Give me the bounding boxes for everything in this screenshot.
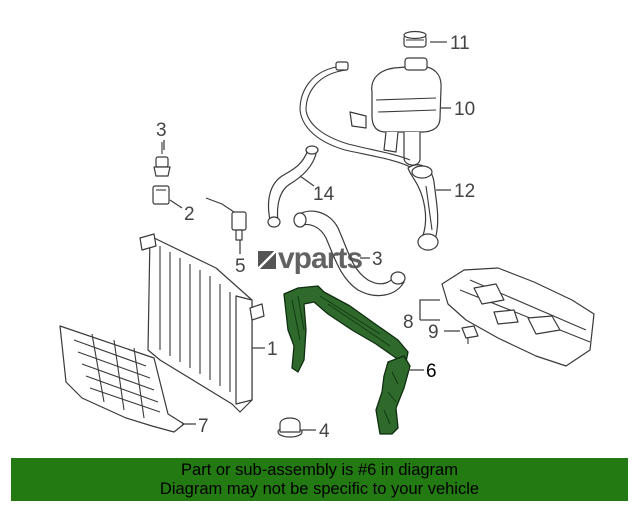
callout-12: 12 (454, 181, 475, 202)
watermark-text: vparts (278, 242, 363, 275)
banner-line-part: Part or sub-assembly is #6 in diagram (181, 460, 458, 479)
callout-5: 5 (235, 256, 246, 277)
callout-3: 3 (156, 120, 167, 141)
callout-4: 4 (319, 421, 330, 442)
part-clip (461, 325, 479, 344)
vparts-logo-icon (258, 251, 276, 269)
part-grommet (277, 417, 303, 438)
leader-2 (169, 199, 183, 209)
callout-8: 8 (403, 312, 414, 333)
callout-7: 7 (198, 416, 209, 437)
part-expansion-tank (349, 57, 442, 166)
banner-line-disclaimer: Diagram may not be specific to your vehi… (159, 479, 480, 498)
part-upper-hose (407, 164, 439, 251)
vparts-watermark: vparts (258, 242, 363, 276)
part-air-guide-frame (59, 325, 185, 433)
callout-9: 9 (428, 322, 439, 343)
part-overflow-hose (299, 65, 413, 169)
callout-1: 1 (267, 339, 278, 360)
callout-6: 6 (426, 361, 437, 382)
callout-13: 3 (372, 249, 383, 270)
callout-2: 2 (184, 204, 195, 225)
part-bypass-hose (267, 145, 319, 228)
part-drain-plug (153, 142, 171, 177)
part-air-guide-seal-highlighted (283, 285, 411, 435)
part-temp-sensor (205, 197, 247, 241)
part-upper-cover (441, 267, 595, 367)
part-bracket (152, 185, 170, 205)
parts-diagram: 11 10 12 14 3 3 (59, 30, 595, 442)
callout-14: 14 (313, 184, 335, 205)
callout-10: 10 (454, 99, 475, 120)
leader-8 (419, 299, 440, 321)
info-banner: Part or sub-assembly is #6 in diagram Di… (11, 458, 628, 501)
callout-11: 11 (450, 33, 470, 54)
part-lower-radiator-hose (293, 210, 406, 297)
leader-14 (299, 175, 315, 187)
part-radiator (139, 233, 265, 413)
part-reservoir-cap (403, 30, 427, 48)
